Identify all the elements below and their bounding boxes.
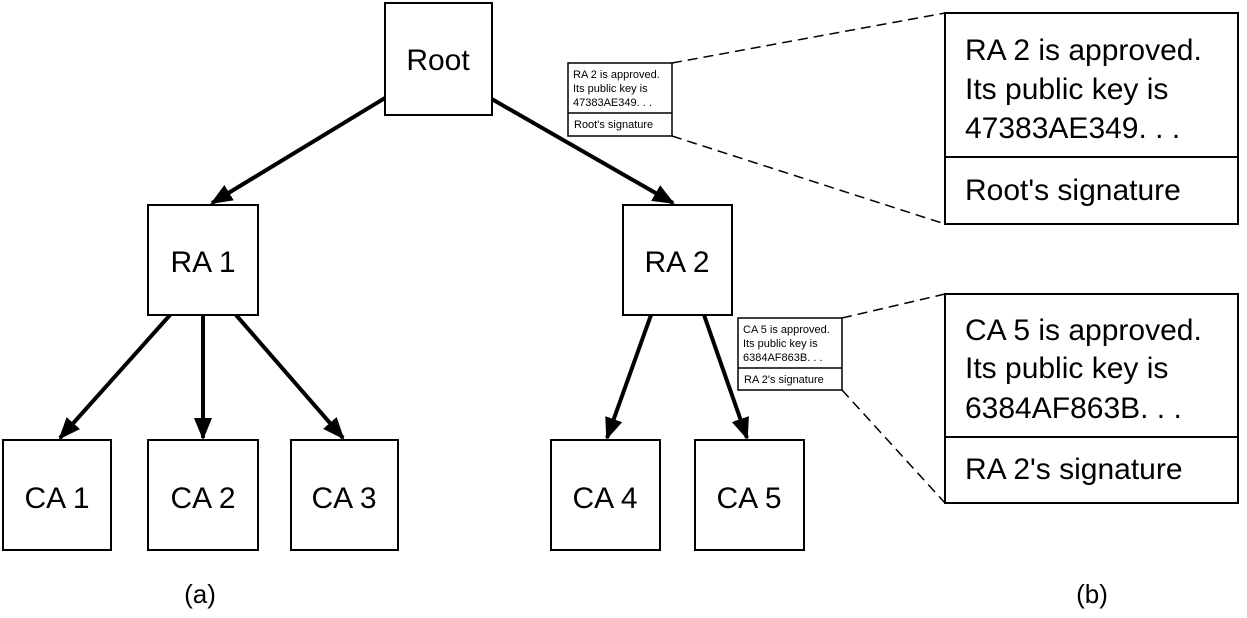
- ca5-label: CA 5: [716, 482, 781, 515]
- cert-ra2-large-line1: RA 2 is approved.: [965, 34, 1202, 67]
- tree-edges: [58, 96, 749, 440]
- zoom-ca5-top: [841, 293, 946, 319]
- cert-ra2-large-line2: Its public key is: [965, 73, 1168, 106]
- node-root: [384, 2, 493, 116]
- cert-ra2-small: RA 2 is approved. Its public key is 4738…: [567, 62, 673, 137]
- cert-ra2-large-signature: Root's signature: [965, 174, 1181, 207]
- cert-ca5-large: CA 5 is approved. Its public key is 6384…: [944, 293, 1239, 504]
- tree-node-labels: Root RA 1 RA 2 CA 1 CA 2 CA 3 CA 4 CA 5: [24, 44, 781, 515]
- caption-a: (a): [184, 579, 216, 609]
- cert-ca5-large-line1: CA 5 is approved.: [965, 314, 1202, 347]
- node-ca3: [290, 439, 399, 551]
- zoom-ra2-top: [671, 12, 946, 64]
- node-ca4: [550, 439, 661, 551]
- cert-ra2-large: RA 2 is approved. Its public key is 4738…: [944, 12, 1239, 225]
- edge-root-ra2: [489, 96, 675, 205]
- cert-ca5-small-line1: CA 5 is approved.: [743, 324, 830, 336]
- ca4-label: CA 4: [572, 482, 637, 515]
- edge-ra1-ca1: [58, 313, 172, 440]
- node-ca5: [694, 439, 805, 551]
- cert-ca5-small-signature: RA 2's signature: [744, 374, 824, 386]
- cert-ca5-small: CA 5 is approved. Its public key is 6384…: [737, 317, 843, 391]
- cert-ra2-small-line1: RA 2 is approved.: [573, 69, 660, 81]
- cert-ca5-large-signature: RA 2's signature: [965, 453, 1183, 486]
- cert-ra2-small-signature: Root's signature: [574, 119, 653, 131]
- cert-ra2-large-line3: 47383AE349. . .: [965, 112, 1180, 145]
- cert-ra2-small-line3: 47383AE349. . .: [573, 97, 652, 109]
- node-ca1: [2, 439, 112, 551]
- cert-ca5-small-line3: 6384AF863B. . .: [743, 352, 823, 364]
- ca1-label: CA 1: [24, 482, 89, 515]
- root-label: Root: [406, 44, 470, 77]
- ca2-label: CA 2: [170, 482, 235, 515]
- edge-ra1-ca3: [234, 313, 345, 440]
- ca3-label: CA 3: [311, 482, 376, 515]
- caption-b: (b): [1076, 579, 1108, 609]
- zoom-ca5-bottom: [841, 389, 946, 504]
- edge-root-ra1: [210, 96, 387, 205]
- node-ra1: [147, 204, 259, 316]
- tree-nodes: [2, 2, 805, 551]
- cert-ca5-large-line2: Its public key is: [965, 352, 1168, 385]
- node-ra2: [622, 204, 733, 316]
- cert-ca5-large-line3: 6384AF863B. . .: [965, 392, 1182, 425]
- zoom-connectors: [671, 12, 946, 504]
- ra1-label: RA 1: [170, 246, 235, 279]
- cert-ra2-small-line2: Its public key is: [573, 83, 648, 95]
- node-ca2: [147, 439, 259, 551]
- ra2-label: RA 2: [644, 246, 709, 279]
- edge-ra2-ca4: [605, 314, 653, 440]
- edge-ra2-ca5: [702, 314, 749, 440]
- cert-ca5-small-line2: Its public key is: [743, 338, 818, 350]
